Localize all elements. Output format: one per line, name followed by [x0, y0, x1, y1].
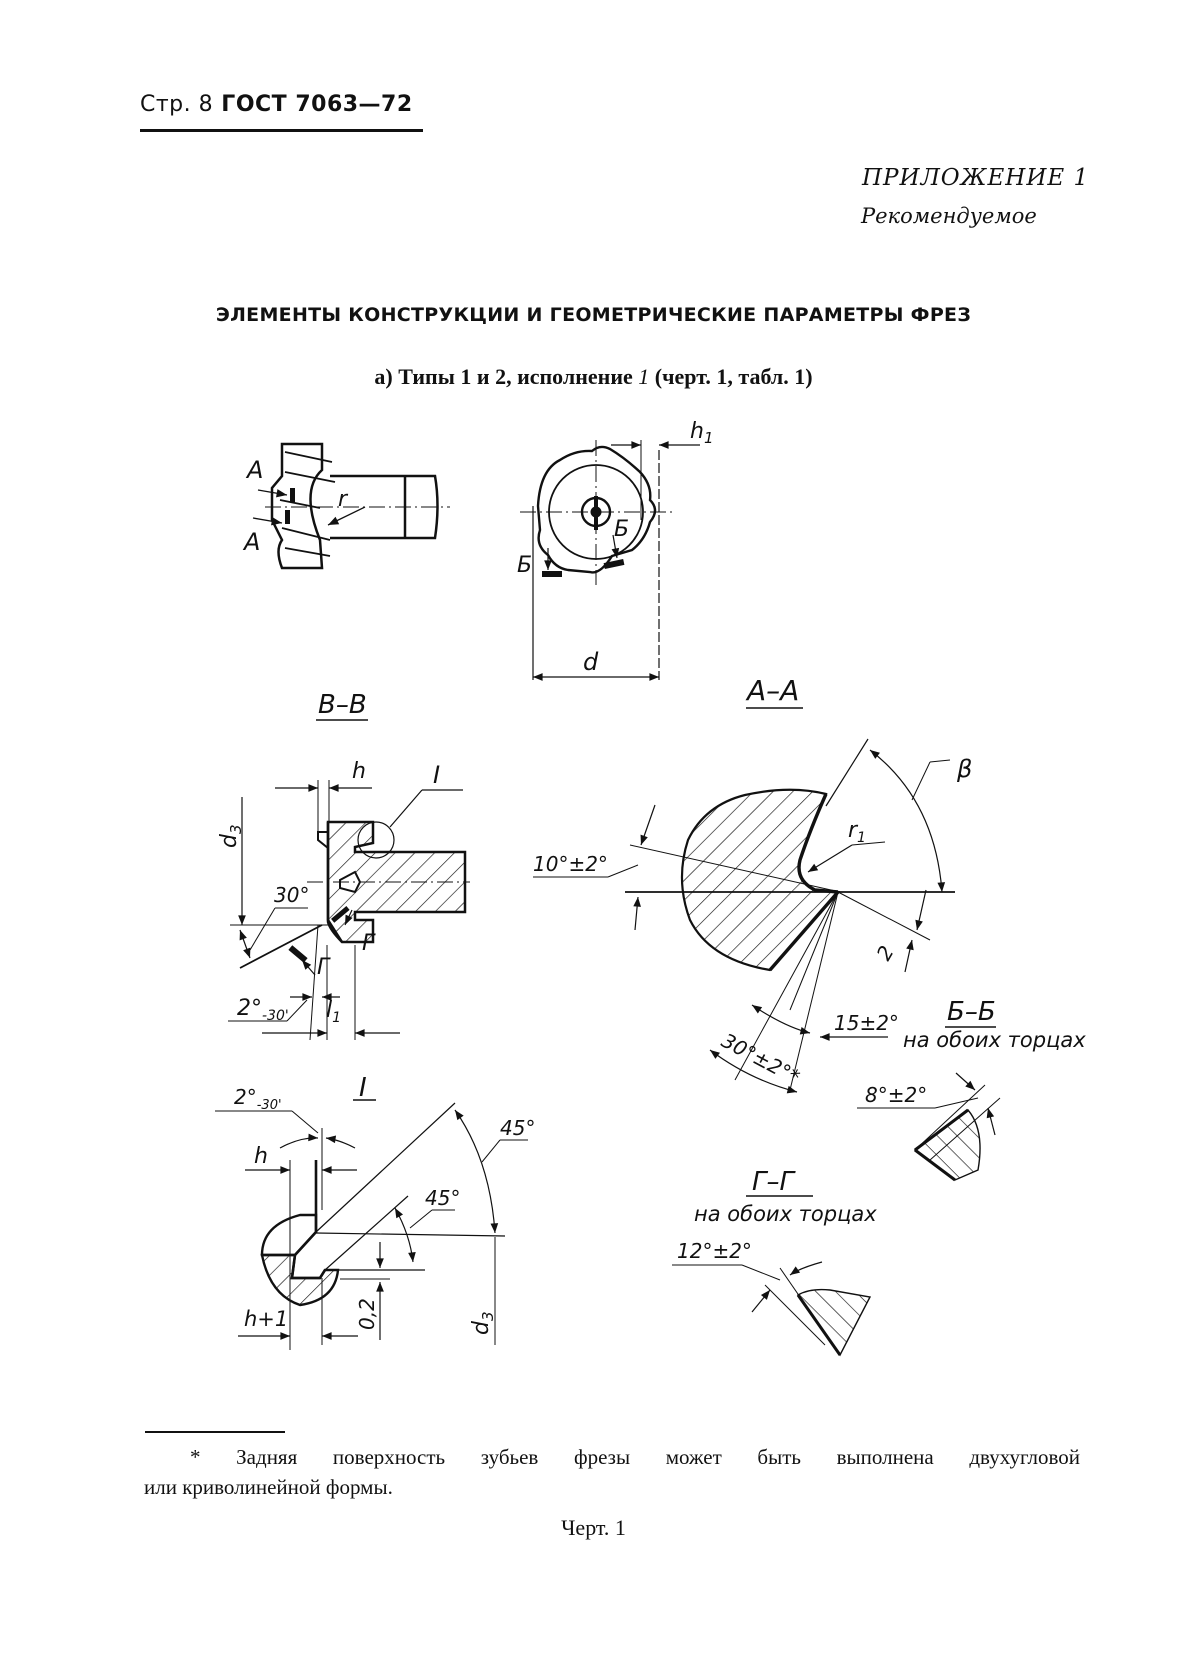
angle-2-detail: 2°-30' — [234, 1085, 282, 1113]
section-bb-drawing — [857, 1072, 1001, 1182]
section-vv-title: В–В — [318, 690, 367, 720]
angle-beta: β — [956, 755, 972, 783]
standard-number: ГОСТ 7063—72 — [221, 92, 413, 117]
section-gg-note: на обоих торцах — [694, 1202, 877, 1226]
cut-label-g-2: Г — [362, 931, 376, 956]
dim-d3-vv: d3 — [217, 824, 245, 848]
radius-r1: r1 — [848, 818, 866, 846]
section-subtitle: а) Типы 1 и 2, исполнение 1 (черт. 1, та… — [0, 364, 1187, 390]
subtitle-prefix: а) Типы 1 и 2, исполнение — [374, 364, 633, 389]
section-aa-drawing — [533, 738, 955, 1094]
section-title: ЭЛЕМЕНТЫ КОНСТРУКЦИИ И ГЕОМЕТРИЧЕСКИЕ ПА… — [215, 304, 972, 326]
cut-label-a-top: A — [245, 456, 263, 484]
dim-d3-detail: d3 — [469, 1311, 497, 1335]
dim-2: 2 — [872, 941, 899, 964]
end-view — [520, 440, 700, 681]
appendix-title: ПРИЛОЖЕНИЕ 1 — [862, 165, 1090, 191]
footnote: * Задняя поверхность зубьев фрезы может … — [144, 1442, 1080, 1502]
dim-d: d — [583, 648, 599, 676]
dim-0-2: 0,2 — [355, 1298, 379, 1330]
dim-h-vv: h — [352, 759, 366, 784]
angle-45-inner: 45° — [425, 1186, 460, 1210]
section-gg-drawing — [672, 1261, 872, 1357]
cut-label-b-right: Б — [614, 517, 629, 542]
dim-h-plus-1: h+1 — [244, 1307, 288, 1331]
dim-h1: h1 — [690, 419, 714, 447]
section-aa-title: А–А — [745, 674, 799, 707]
dim-l1-vv: l1 — [326, 998, 341, 1026]
detail-i-drawing — [215, 1102, 528, 1350]
side-view — [252, 442, 450, 570]
page-header: Стр. 8 ГОСТ 7063—72 — [140, 92, 413, 117]
cut-label-b-left: Б — [517, 553, 532, 578]
footnote-rule — [145, 1431, 285, 1433]
footnote-line-2: или криволинейной формы. — [144, 1475, 393, 1499]
angle-2-vv: 2°-30' — [237, 996, 289, 1024]
section-gg-title: Г–Г — [752, 1167, 796, 1197]
cut-label-a-bottom: A — [242, 528, 260, 556]
section-vv-drawing — [228, 780, 470, 1041]
subtitle-suffix: (черт. 1, табл. 1) — [654, 364, 813, 389]
angle-12: 12°±2° — [677, 1239, 752, 1263]
detail-i-title: I — [359, 1073, 367, 1103]
subtitle-variant: 1 — [638, 364, 650, 389]
radius-label-r: r — [338, 487, 349, 512]
detail-ref-i: I — [433, 761, 440, 789]
dim-h-detail: h — [254, 1144, 268, 1169]
angle-10: 10°±2° — [533, 852, 608, 876]
angle-30-vv: 30° — [274, 883, 309, 907]
figure-caption: Черт. 1 — [561, 1515, 626, 1540]
angle-8: 8°±2° — [865, 1083, 927, 1107]
angle-15: 15±2° — [834, 1011, 899, 1035]
section-bb-note: на обоих торцах — [903, 1028, 1086, 1052]
header-rule — [140, 129, 423, 132]
footnote-line-1: * Задняя поверхность зубьев фрезы может … — [190, 1445, 1080, 1469]
page-number: Стр. 8 — [140, 92, 214, 117]
cut-label-g-1: Г — [317, 955, 331, 980]
appendix-status: Рекомендуемое — [861, 204, 1037, 228]
section-bb-title: Б–Б — [947, 997, 996, 1027]
angle-45-outer: 45° — [500, 1116, 535, 1140]
